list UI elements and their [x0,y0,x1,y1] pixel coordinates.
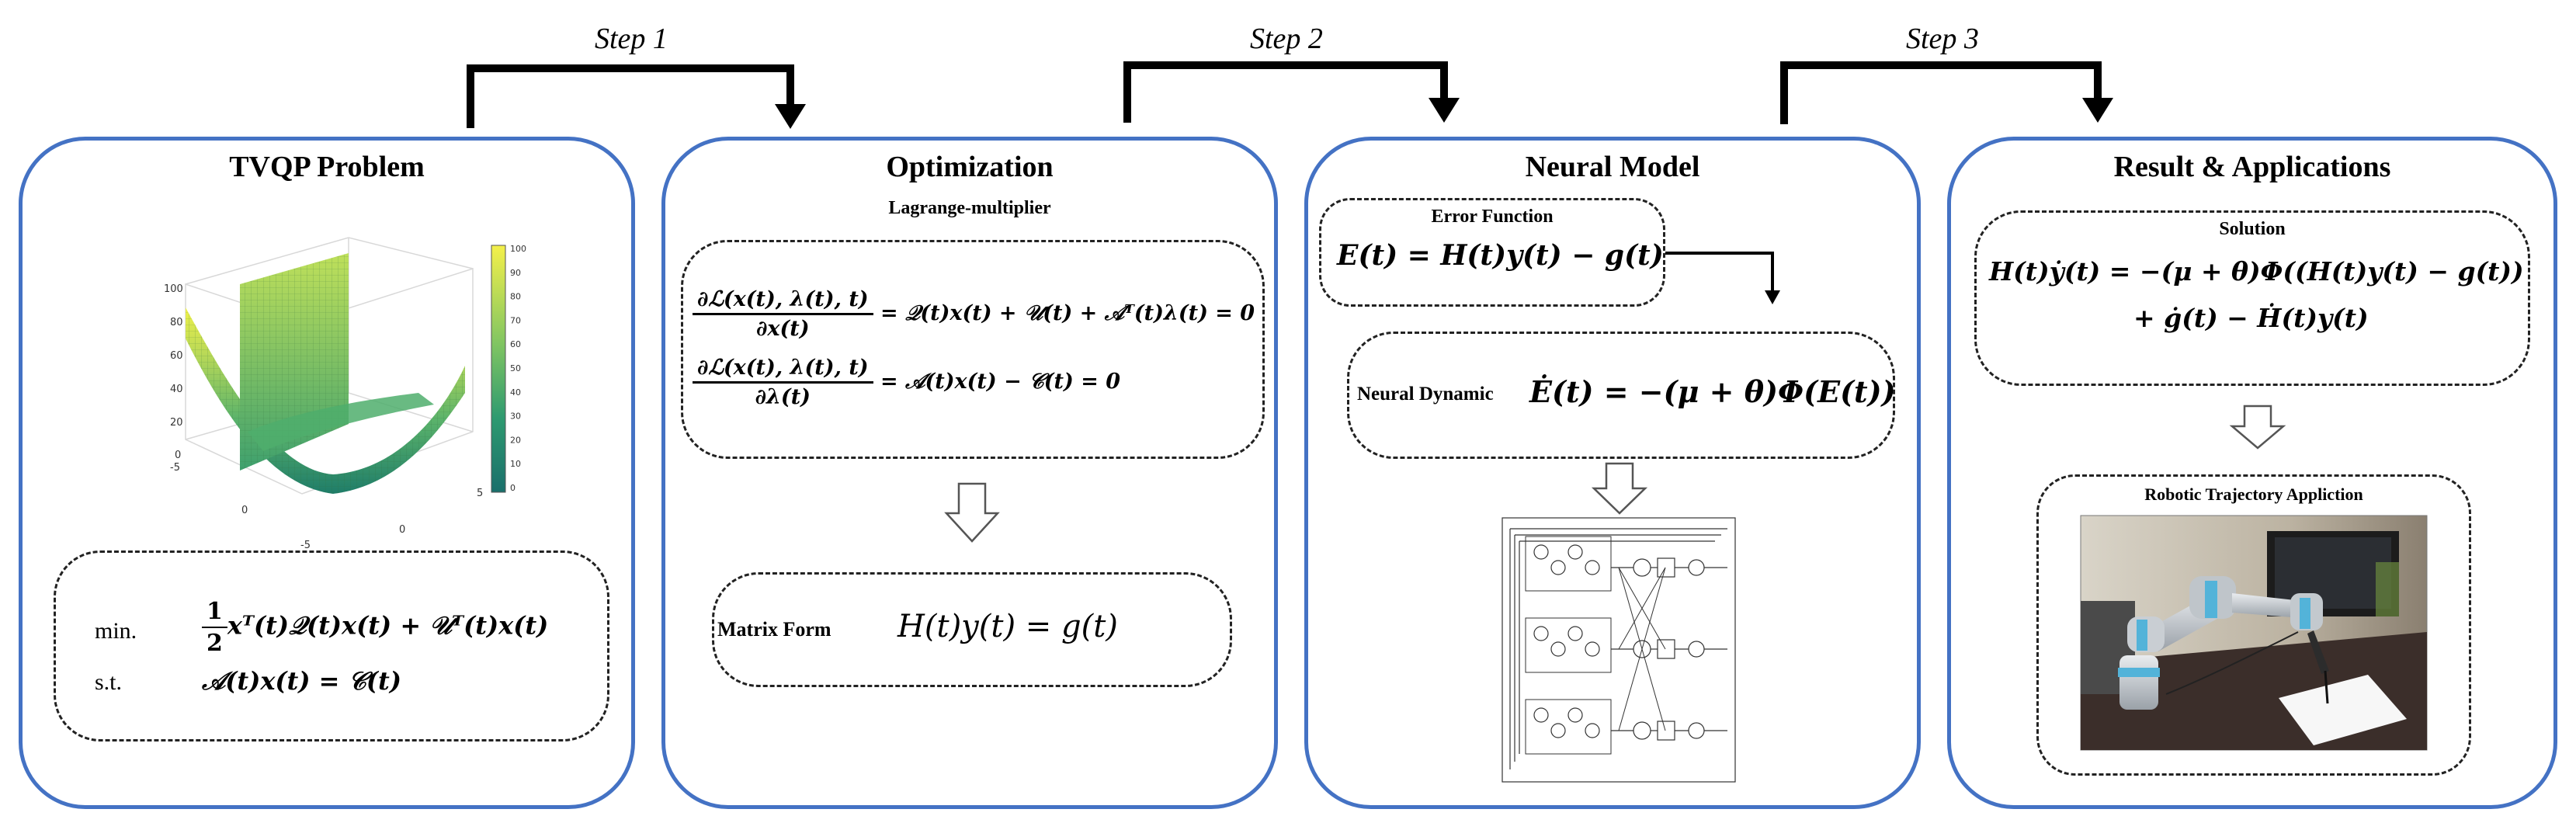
lagrange-equation-1: ∂ℒ(x(t), λ(t), t)∂x(t) = 𝒬(t)x(t) + 𝒰(t)… [693,287,1255,341]
lagrange-equation-2: ∂ℒ(x(t), λ(t), t)∂λ(t) = 𝒜(t)x(t) − 𝒞(t)… [693,356,1120,409]
eq2-numerator: ∂ℒ(x(t), λ(t), t) [693,356,873,384]
error-function-box: Error Function E(t) = H(t)y(t) − g(t) [1319,198,1665,307]
min-expression-text: xᵀ(t)𝒬(t)x(t) + 𝒰ᵀ(t)x(t) [227,610,549,641]
panel-title: Optimization [886,151,1054,183]
x-tick: -5 [300,540,311,551]
circuit-node [1550,560,1566,575]
circuit-gain [1657,721,1675,741]
robot-application-label: Robotic Trajectory Appliction [2144,484,2363,504]
colorbar-tick: 30 [510,412,521,422]
step-3-arrow [1780,61,2113,124]
colorbar-tick: 100 [510,244,526,254]
circuit-integrator [1688,559,1705,576]
colorbar-tick: 70 [510,315,521,325]
circuit-node [1550,641,1566,657]
eq1-rhs: = 𝒬(t)x(t) + 𝒰(t) + 𝒜ᵀ(t)λ(t) = 0 [880,301,1255,325]
neural-dynamic-label: Neural Dynamic [1357,384,1494,405]
circuit-summer [1633,558,1651,577]
neural-dynamic-box: Neural Dynamic Ė(t) = −(μ + θ)Φ(E(t)) [1347,332,1896,459]
circuit-node [1550,723,1566,738]
robot-application-box: Robotic Trajectory Appliction [2036,474,2471,776]
neural-circuit-diagram [1502,517,1736,783]
panel-tvqp-problem: TVQP Problem [19,137,635,809]
colorbar-tick: 60 [510,339,521,349]
eq1-numerator: ∂ℒ(x(t), λ(t), t) [693,287,873,315]
down-arrow-icon [944,482,1000,543]
down-arrow-icon [1591,462,1648,515]
circuit-summer [1633,721,1651,740]
step-2-arrow [1123,61,1460,123]
panel-result-applications: Result & Applications Solution H(t)ẏ(t) … [1947,137,2557,809]
step-1-arrow [467,64,806,129]
constraint-expression: 𝒜(t)x(t) = 𝒞(t) [202,666,401,696]
circuit-block [1525,699,1612,755]
circuit-node [1585,641,1600,657]
error-to-dynamic-arrow [1665,252,1780,304]
circuit-node [1567,544,1583,560]
circuit-gain [1657,639,1675,659]
panel-title: Neural Model [1525,151,1700,183]
circuit-node [1533,707,1549,723]
eq2-rhs: = 𝒜(t)x(t) − 𝒞(t) = 0 [880,370,1121,394]
y-tick: 5 [477,488,483,499]
down-arrow-icon [2229,405,2286,450]
z-tick: 80 [170,317,183,328]
circuit-node [1567,707,1583,723]
colorbar-tick: 20 [510,435,521,445]
z-tick: 20 [170,417,183,429]
circuit-integrator [1688,722,1705,739]
circuit-block [1525,617,1612,673]
z-tick: 60 [170,350,183,362]
circuit-node [1533,544,1549,560]
colorbar-tick: 0 [510,483,516,493]
lagrange-subtitle: Lagrange-multiplier [888,198,1051,218]
min-label: min. [95,618,137,644]
error-function-equation: E(t) = H(t)y(t) − g(t) [1337,239,1664,272]
panel-optimization: Optimization Lagrange-multiplier ∂ℒ(x(t)… [661,137,1278,809]
step-1-label: Step 1 [595,23,668,55]
colorbar-tick: 40 [510,387,521,398]
solution-equation-line-1: H(t)ẏ(t) = −(μ + θ)Φ((H(t)y(t) − g(t)) [1989,256,2524,287]
circuit-node [1533,626,1549,641]
colorbar-tick: 10 [510,459,521,469]
z-tick: 0 [175,450,181,461]
panel-title: TVQP Problem [229,151,425,183]
eq2-denominator: ∂λ(t) [755,385,811,409]
solution-equation-line-2: + ġ(t) − Ḣ(t)y(t) [2133,303,2369,333]
colorbar-tick: 80 [510,292,521,302]
step-2-label: Step 2 [1250,23,1323,55]
z-tick: -5 [170,462,180,474]
matrix-form-box: Matrix Form H(t)y(t) = g(t) [712,572,1232,687]
eq1-denominator: ∂x(t) [756,317,810,341]
neural-dynamic-equation: Ė(t) = −(μ + θ)Φ(E(t)) [1529,374,1896,409]
circuit-block [1525,536,1612,592]
step-3-label: Step 3 [1906,23,1979,55]
robot-arm-photo [2080,515,2428,751]
circuit-gain [1657,557,1675,578]
matrix-form-equation: H(t)y(t) = g(t) [897,609,1118,644]
lagrange-equations-box: ∂ℒ(x(t), λ(t), t)∂x(t) = 𝒬(t)x(t) + 𝒰(t)… [681,240,1265,459]
z-tick: 100 [164,283,183,295]
panel-neural-model: Neural Model Error Function E(t) = H(t)y… [1304,137,1921,809]
panel-title: Result & Applications [2113,151,2391,183]
circuit-node [1585,560,1600,575]
st-label: s.t. [95,669,123,695]
circuit-node [1585,723,1600,738]
surface-plot: 100 80 60 40 20 0 -5 0 -5 0 5 -5 1009080… [164,237,526,551]
matrix-form-label: Matrix Form [717,618,831,641]
colorbar-tick: 50 [510,363,521,373]
y-tick: 0 [399,524,405,536]
error-function-label: Error Function [1431,207,1554,227]
colorbar-tick: 90 [510,268,521,278]
circuit-node [1567,626,1583,641]
solution-box: Solution H(t)ẏ(t) = −(μ + θ)Φ((H(t)y(t) … [1974,210,2530,386]
x-tick: 0 [241,505,248,516]
circuit-integrator [1688,641,1705,658]
solution-label: Solution [2219,219,2286,239]
z-tick: 40 [170,384,183,395]
